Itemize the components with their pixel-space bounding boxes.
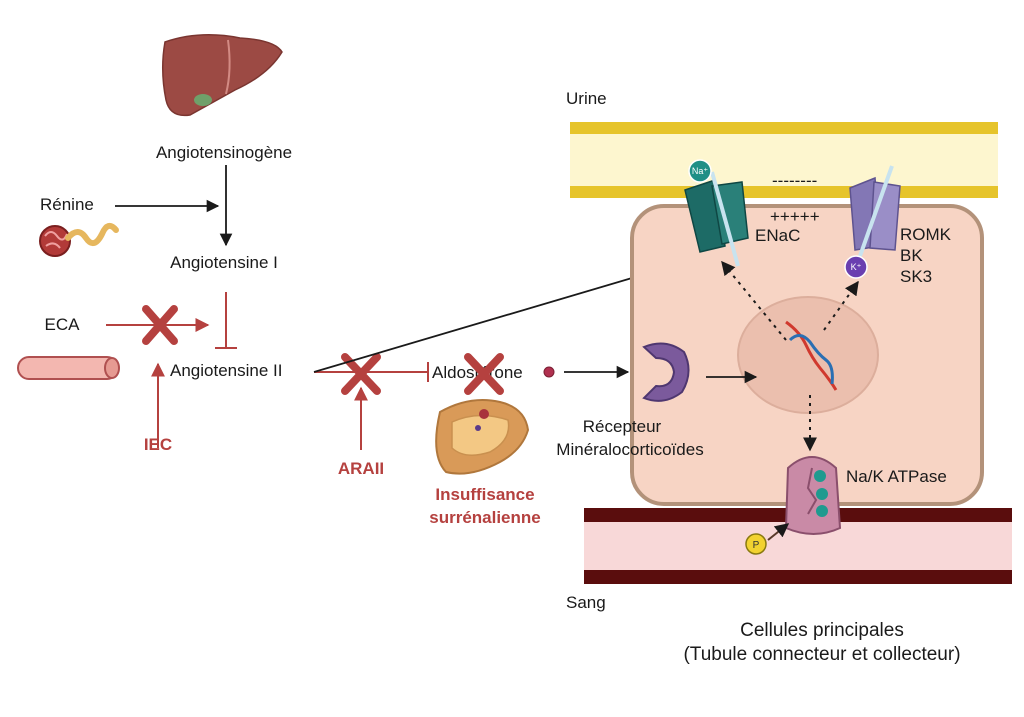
receptor-label-line1: Récepteur: [583, 417, 662, 436]
arrow-nucleus-to-romk: [823, 280, 859, 331]
liver-icon: [162, 34, 283, 117]
caption-line1: Cellules principales: [740, 620, 904, 641]
kidney-tubule-icon: [39, 222, 119, 257]
blood-vessel-icon: [17, 356, 120, 380]
arrow-phosphorylation: [767, 523, 790, 541]
inhibition-cross-icon: [142, 305, 178, 345]
iec-label: IEC: [144, 435, 172, 454]
angiotensinogen-label: Angiotensinogène: [156, 143, 292, 162]
phosphate-icon: P: [745, 533, 767, 555]
receptor-icon: [642, 342, 690, 402]
caption-line2: (Tubule connecteur et collecteur): [683, 644, 960, 665]
k-ion-label: K⁺: [851, 262, 862, 272]
adrenal-gland-icon: [435, 399, 530, 475]
arrow-nucleus-to-enac: [721, 260, 787, 341]
angiotensin2-label: Angiotensine II: [170, 361, 282, 380]
negative-charges-label: --------: [772, 171, 817, 190]
dna-icon: [785, 320, 838, 391]
renin-label: Rénine: [40, 195, 94, 214]
nak-pump-icon: [784, 456, 842, 535]
romk-channel-icon: K⁺: [844, 165, 901, 279]
phosphate-label: P: [753, 540, 760, 551]
enac-label: ENaC: [755, 226, 800, 245]
na-ion-label: Na⁺: [692, 166, 709, 176]
bk-label: BK: [900, 246, 923, 265]
inhibition-cross-icon: [341, 353, 381, 395]
adrenal-insufficiency-line2: surrénalienne: [429, 508, 541, 527]
angiotensin1-label: Angiotensine I: [170, 253, 278, 272]
nak-atpase-label: Na/K ATPase: [846, 467, 947, 486]
sk3-label: SK3: [900, 267, 932, 286]
positive-charges-label: +++++: [770, 207, 820, 226]
adrenal-insufficiency-line1: Insuffisance: [435, 485, 534, 504]
inhibition-cross-icon: [464, 353, 504, 395]
romk-label: ROMK: [900, 225, 952, 244]
enac-channel-icon: Na⁺: [684, 159, 749, 267]
blood-label: Sang: [566, 593, 606, 612]
eca-label: ECA: [45, 315, 81, 334]
blood-vessel-bottom: [584, 508, 1012, 584]
nucleus: [737, 296, 879, 414]
araii-label: ARAII: [338, 459, 384, 478]
aldosterone-molecule-icon: [543, 366, 555, 378]
urine-label: Urine: [566, 89, 607, 108]
receptor-label-line2: Minéralocorticoïdes: [556, 440, 703, 459]
